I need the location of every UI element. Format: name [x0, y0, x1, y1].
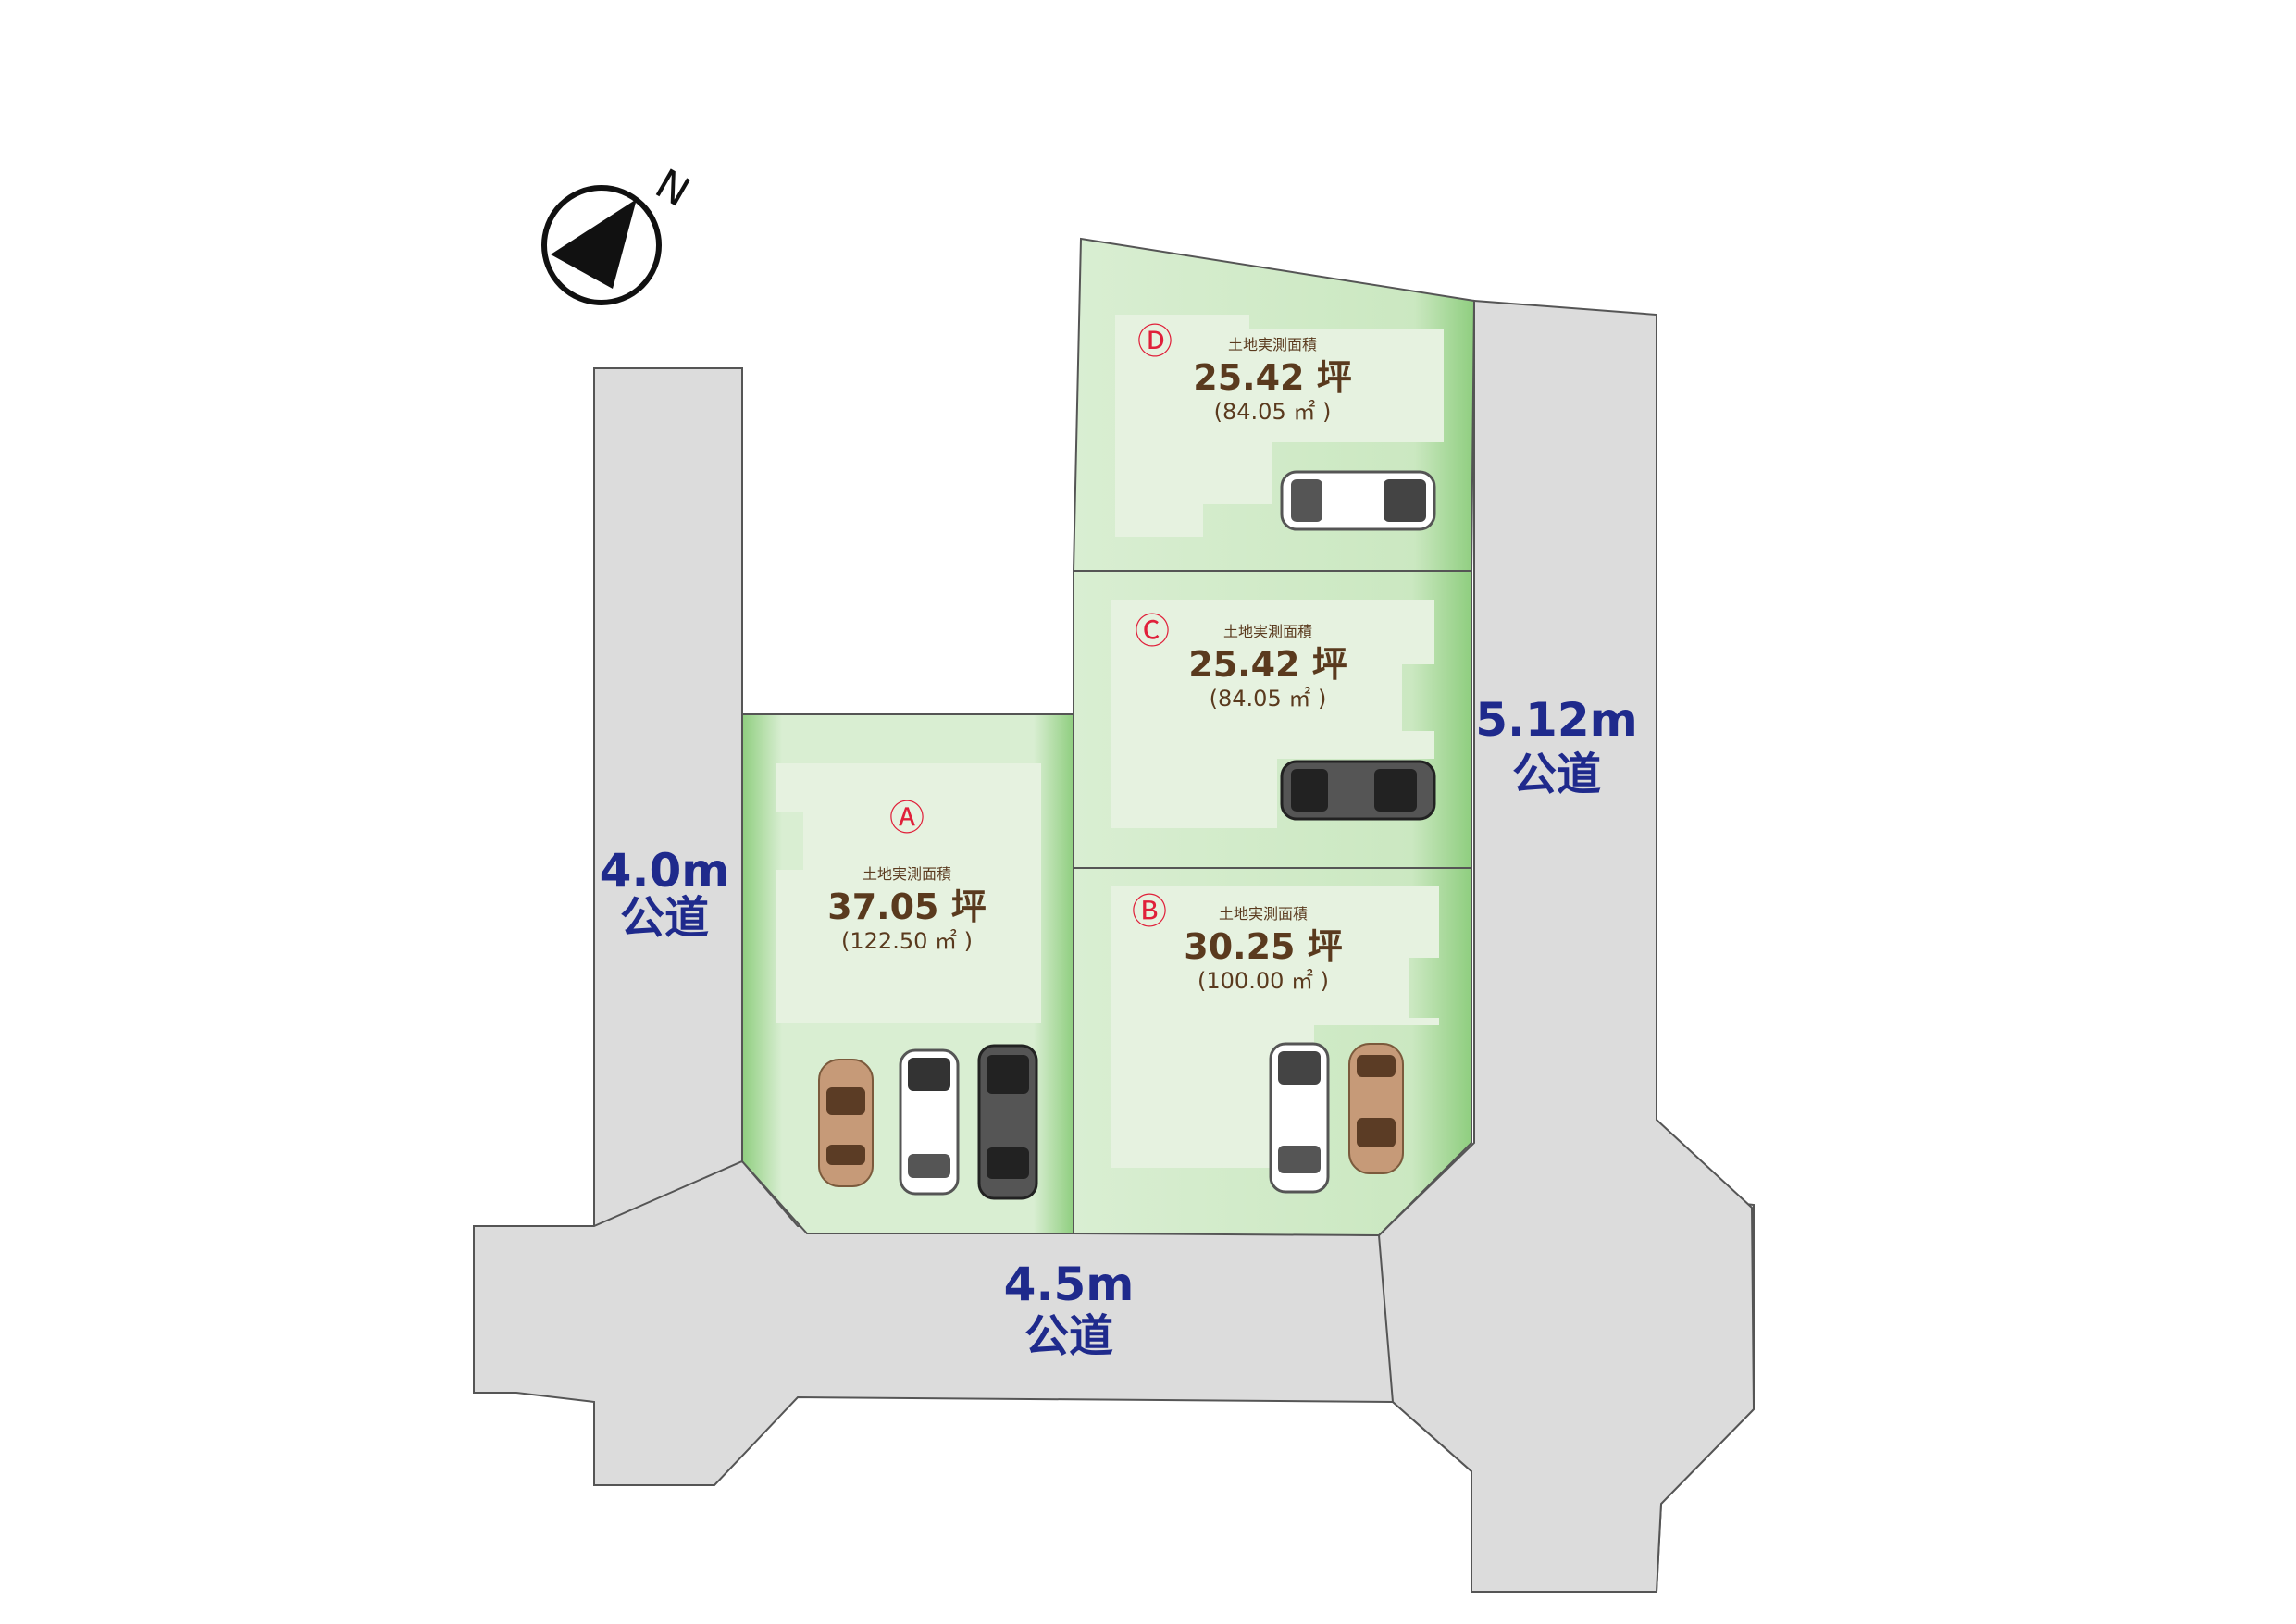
compass: N	[541, 160, 698, 305]
lot-a-mark: Ⓐ	[889, 798, 925, 838]
road-labels: 4.0m 公道 4.5m 公道 5.12m 公道	[600, 693, 1638, 1362]
lot-c-area-sqm: (84.05 ㎡ )	[1210, 686, 1327, 712]
road-south-type: 公道	[1024, 1310, 1113, 1362]
lot-d-area-sqm: (84.05 ㎡ )	[1214, 399, 1332, 425]
lot-d-mark: Ⓓ	[1137, 321, 1173, 362]
lot-c-building	[1111, 600, 1434, 828]
lot-a-area-sqm: (122.50 ㎡ )	[841, 928, 973, 954]
lot-a-building	[776, 763, 1041, 1023]
compass-north-arrow-icon	[551, 199, 637, 289]
compass-north-label: N	[648, 160, 698, 217]
car-white	[1269, 1042, 1330, 1194]
road-south-width: 4.5m	[1004, 1258, 1135, 1311]
cars	[818, 470, 1436, 1200]
car-white	[899, 1048, 960, 1196]
lot-b-area-tsubo: 30.25 坪	[1184, 926, 1342, 967]
lot-b-caption: 土地実測面積	[1219, 905, 1308, 923]
lot-c-area-tsubo: 25.42 坪	[1188, 644, 1347, 685]
lot-b-building	[1111, 886, 1439, 1168]
car-black	[977, 1044, 1038, 1200]
car-white	[1280, 470, 1436, 531]
car-tan	[1348, 1043, 1404, 1174]
lot-b-mark: Ⓑ	[1132, 891, 1167, 932]
lot-d-caption: 土地実測面積	[1228, 336, 1317, 353]
roads	[473, 299, 1756, 1593]
lot-a-caption: 土地実測面積	[863, 865, 951, 883]
road-west-type: 公道	[620, 892, 709, 944]
lot-a-area-tsubo: 37.05 坪	[827, 886, 986, 927]
lot-d-building	[1115, 315, 1444, 537]
lot-b-area-sqm: (100.00 ㎡ )	[1198, 968, 1329, 994]
lot-c-mark: Ⓒ	[1135, 611, 1170, 651]
lots	[741, 237, 1476, 1237]
lot-c-caption: 土地実測面積	[1223, 623, 1312, 640]
car-tan	[818, 1059, 874, 1187]
lot-labels: Ⓐ 土地実測面積 37.05 坪 (122.50 ㎡ ) Ⓑ 土地実測面積 30…	[827, 321, 1351, 994]
road-east-type: 公道	[1512, 749, 1601, 800]
road-west-width: 4.0m	[600, 844, 730, 898]
lot-d-area-tsubo: 25.42 坪	[1193, 357, 1351, 398]
car-black	[1280, 760, 1436, 821]
road-east-width: 5.12m	[1475, 693, 1637, 747]
